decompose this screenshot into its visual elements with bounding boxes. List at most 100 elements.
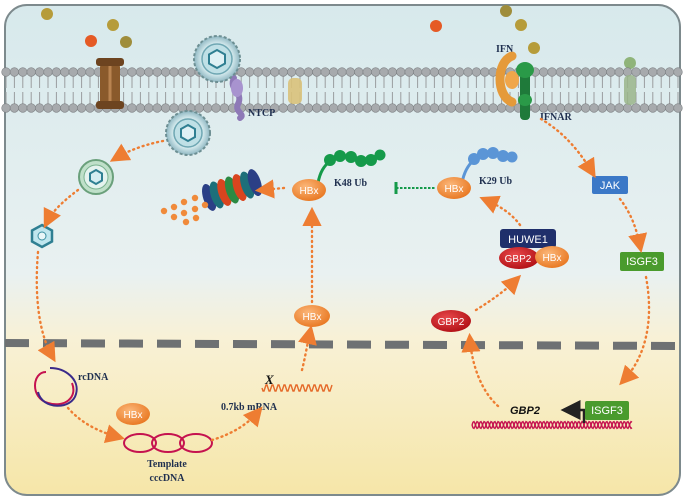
- arrow-isgf3-nuclear-entry: [619, 275, 651, 386]
- lipid-head: [287, 67, 297, 77]
- lipid-head: [664, 103, 675, 113]
- lipid-head: [51, 103, 62, 113]
- lipid-head: [404, 103, 414, 113]
- lipid-head: [547, 103, 557, 113]
- lipid-head: [34, 67, 45, 77]
- lipid-head: [295, 67, 305, 77]
- lipid-head: [43, 67, 53, 77]
- lipid-head: [446, 103, 456, 113]
- lipid-head: [51, 67, 62, 77]
- ifnar-label: IFNAR: [540, 112, 572, 123]
- lipid-head: [245, 67, 255, 77]
- hbx-nuclear-export-label: HBx: [303, 312, 322, 323]
- arrow-transcription: [210, 406, 263, 442]
- lipid-head: [438, 103, 448, 113]
- arrow-gbp2-expression: [461, 332, 500, 408]
- lipid-head: [597, 103, 608, 113]
- lipid-head: [463, 103, 473, 113]
- hbx-nuclear-export-protein: [294, 305, 330, 327]
- lipid-head: [144, 67, 154, 77]
- lipid-head: [144, 103, 154, 113]
- hbx-k29-label: HBx: [445, 184, 464, 195]
- lipid-head: [345, 103, 356, 113]
- lipid-head: [194, 103, 204, 113]
- hbx-k29-protein: [437, 177, 471, 199]
- lipid-head: [471, 67, 482, 77]
- lipid-head: [312, 103, 322, 113]
- lipid-head: [68, 67, 78, 77]
- isgf3-nucleus-label: ISGF3: [591, 405, 623, 417]
- lipid-head: [371, 103, 381, 113]
- lipid-head: [656, 103, 666, 113]
- lipid-head: [278, 67, 288, 77]
- lipid-head: [564, 103, 574, 113]
- jak-box: [592, 176, 628, 194]
- lipid-head: [455, 67, 465, 77]
- lipid-head: [455, 103, 465, 113]
- inhibition-mark: [394, 182, 436, 194]
- ifn-ligands: [41, 5, 636, 69]
- lipid-head: [396, 103, 406, 113]
- lipid-head: [203, 103, 213, 113]
- lipid-head: [219, 103, 229, 113]
- lipid-head: [371, 67, 381, 77]
- hbx-cccdna-label: HBx: [124, 410, 143, 421]
- ifn-label: IFN: [496, 44, 514, 55]
- template-label: Template: [147, 459, 187, 470]
- lipid-head: [664, 67, 675, 77]
- arrow-uncoating: [43, 188, 80, 229]
- lipid-head: [18, 103, 28, 113]
- lipid-head: [589, 67, 599, 77]
- lipid-head: [68, 103, 78, 113]
- lipid-head: [161, 67, 171, 77]
- lipid-head: [26, 103, 36, 113]
- lipid-head: [295, 103, 305, 113]
- lipid-head: [379, 67, 389, 77]
- lipid-head: [648, 103, 658, 113]
- lipid-head: [421, 67, 431, 77]
- membrane-channel-protein: [96, 58, 124, 109]
- lipid-head: [9, 103, 19, 113]
- lipid-head: [413, 103, 423, 113]
- lipid-head: [438, 67, 448, 77]
- isgf3-nucleus-box: [585, 401, 629, 420]
- lipid-head: [572, 67, 582, 77]
- lipid-head: [413, 67, 423, 77]
- lipid-head: [1, 103, 11, 113]
- lipid-head: [76, 67, 87, 77]
- lipid-head: [18, 67, 28, 77]
- hbv-virion-internalized: [165, 110, 211, 156]
- ifnar-receptor: [495, 51, 534, 120]
- lipid-head: [572, 103, 582, 113]
- lipid-head: [614, 103, 624, 113]
- ntcp-receptor: [229, 75, 245, 121]
- lipid-head: [580, 103, 591, 113]
- complex-hbx-label: HBx: [543, 253, 562, 264]
- lipid-head: [312, 67, 322, 77]
- lipid-head: [648, 67, 658, 77]
- lipid-head: [564, 67, 574, 77]
- arrow-jak-to-isgf3: [618, 197, 648, 254]
- lipid-head: [26, 67, 36, 77]
- lipid-head: [421, 103, 431, 113]
- lipid-head: [127, 103, 137, 113]
- lipid-head: [76, 103, 87, 113]
- lipid-head: [463, 67, 473, 77]
- lipid-head: [614, 67, 624, 77]
- lipid-head: [9, 67, 19, 77]
- lipid-head: [303, 67, 314, 77]
- arrow-gbp2-complex: [474, 274, 522, 312]
- complex-gbp2-protein: [499, 247, 539, 269]
- arrow-complex-to-k29: [479, 195, 522, 227]
- lipid-head: [656, 67, 666, 77]
- lipid-head: [161, 103, 171, 113]
- lipid-head: [60, 67, 70, 77]
- mrna-block-mark: X: [264, 372, 274, 387]
- lipid-head: [639, 103, 650, 113]
- lipid-head: [538, 67, 549, 77]
- lipid-head: [379, 103, 389, 113]
- lipid-head: [345, 67, 356, 77]
- isgf3-cytoplasm-box: [620, 252, 664, 271]
- complex-hbx-protein: [535, 246, 569, 268]
- lipid-head: [169, 67, 179, 77]
